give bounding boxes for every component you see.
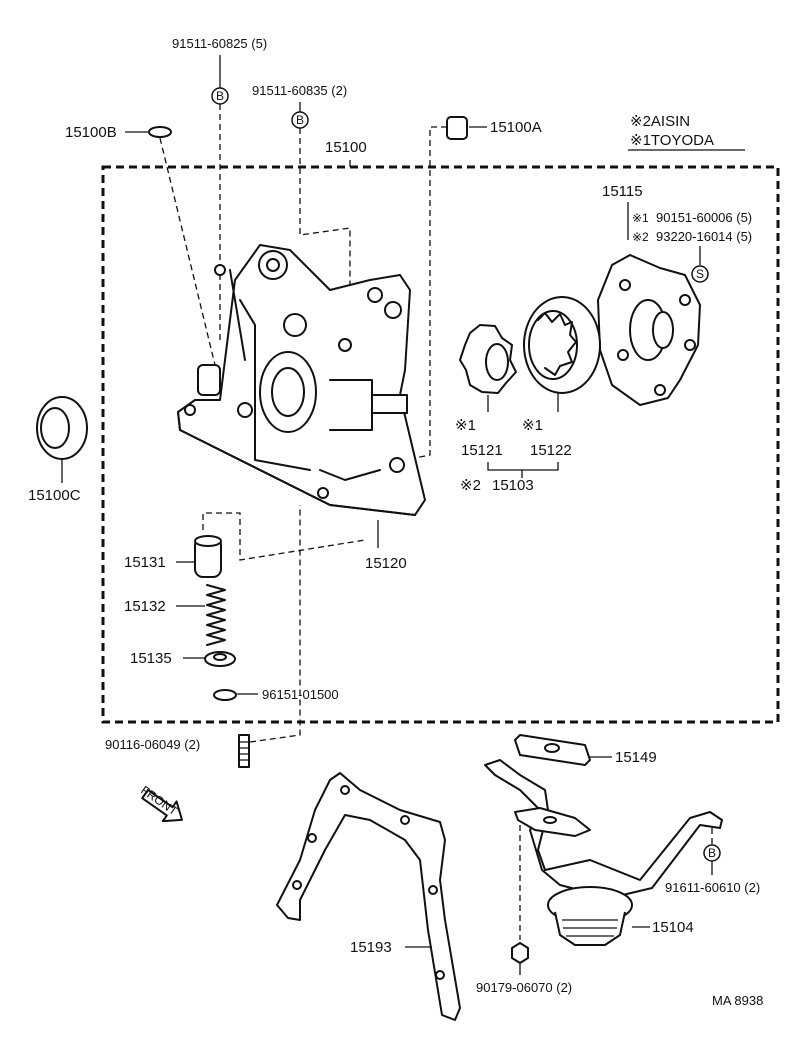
label-90151: 90151-60006 (5)	[656, 210, 752, 225]
nut-90179-icon	[511, 942, 529, 964]
mark-m1-15122: ※1	[522, 417, 543, 434]
mark-star1-90151: ※1	[632, 211, 649, 225]
screw-s-icon	[691, 265, 709, 283]
dash-90116	[249, 505, 301, 743]
drive-gear-15121-icon	[459, 324, 517, 394]
bolt-b-mark-2: B	[296, 113, 304, 127]
retainer-15135-hole	[213, 653, 227, 661]
pump-body-icon	[177, 244, 426, 516]
bolt-b-mark-3: B	[708, 846, 716, 860]
driven-rotor-15122-icon	[523, 296, 601, 394]
stud-thread	[239, 741, 249, 761]
oil-seal-inner	[40, 407, 70, 449]
bracket-15103	[487, 462, 559, 471]
label-15121: 15121	[461, 442, 503, 459]
front-arrow-icon	[141, 789, 183, 823]
gasket-15149-icon	[514, 734, 591, 766]
label-15132: 15132	[124, 598, 166, 615]
mark-m2-15103: ※2	[460, 477, 481, 494]
plug-15100A-icon	[446, 116, 468, 140]
label-15104: 15104	[652, 919, 694, 936]
label-15120: 15120	[365, 555, 407, 572]
label-91511-60825: 91511-60825 (5)	[172, 36, 267, 51]
label-15100B: 15100B	[65, 124, 117, 141]
label-15193: 15193	[350, 939, 392, 956]
label-15100: 15100	[325, 139, 367, 156]
label-15115: 15115	[602, 183, 643, 200]
label-90116: 90116-06049 (2)	[105, 737, 200, 752]
dash-15100A	[404, 126, 447, 461]
stud-90116-icon	[238, 734, 250, 768]
label-15149: 15149	[615, 749, 657, 766]
label-93220: 93220-16014 (5)	[656, 229, 752, 244]
dash-15100B	[159, 137, 216, 366]
label-15122: 15122	[530, 442, 572, 459]
label-15131: 15131	[124, 554, 166, 571]
gasket-15193-icon	[276, 772, 461, 1021]
label-15100C: 15100C	[28, 487, 81, 504]
mark-star2-93220: ※2	[632, 230, 649, 244]
dash-91511-60835	[299, 128, 351, 300]
dash-15131	[202, 512, 366, 561]
oil-strainer-15104-icon	[484, 759, 723, 946]
oring-15100B-icon	[148, 126, 172, 138]
label-91511-60835: 91511-60835 (2)	[252, 83, 347, 98]
label-15135: 15135	[130, 650, 172, 667]
label-91611: 91611-60610 (2)	[665, 880, 760, 895]
screw-s-mark: S	[696, 267, 704, 281]
spring-15132-icon	[206, 584, 226, 646]
bolt-b-mark: B	[216, 89, 224, 103]
mark-m1-15121: ※1	[455, 417, 476, 434]
label-15103: 15103	[492, 477, 534, 494]
assembly-border	[101, 165, 780, 724]
diagram-code: MA 8938	[712, 993, 763, 1008]
relief-valve-top	[194, 535, 222, 547]
label-90179: 90179-06070 (2)	[476, 980, 572, 995]
snap-ring-96151-icon	[213, 689, 237, 701]
label-15100A: 15100A	[490, 119, 542, 136]
pump-cover-15115-icon	[597, 254, 701, 406]
legend-toyoda: ※1TOYODA	[630, 132, 714, 149]
legend-aisin: ※2AISIN	[630, 113, 690, 130]
